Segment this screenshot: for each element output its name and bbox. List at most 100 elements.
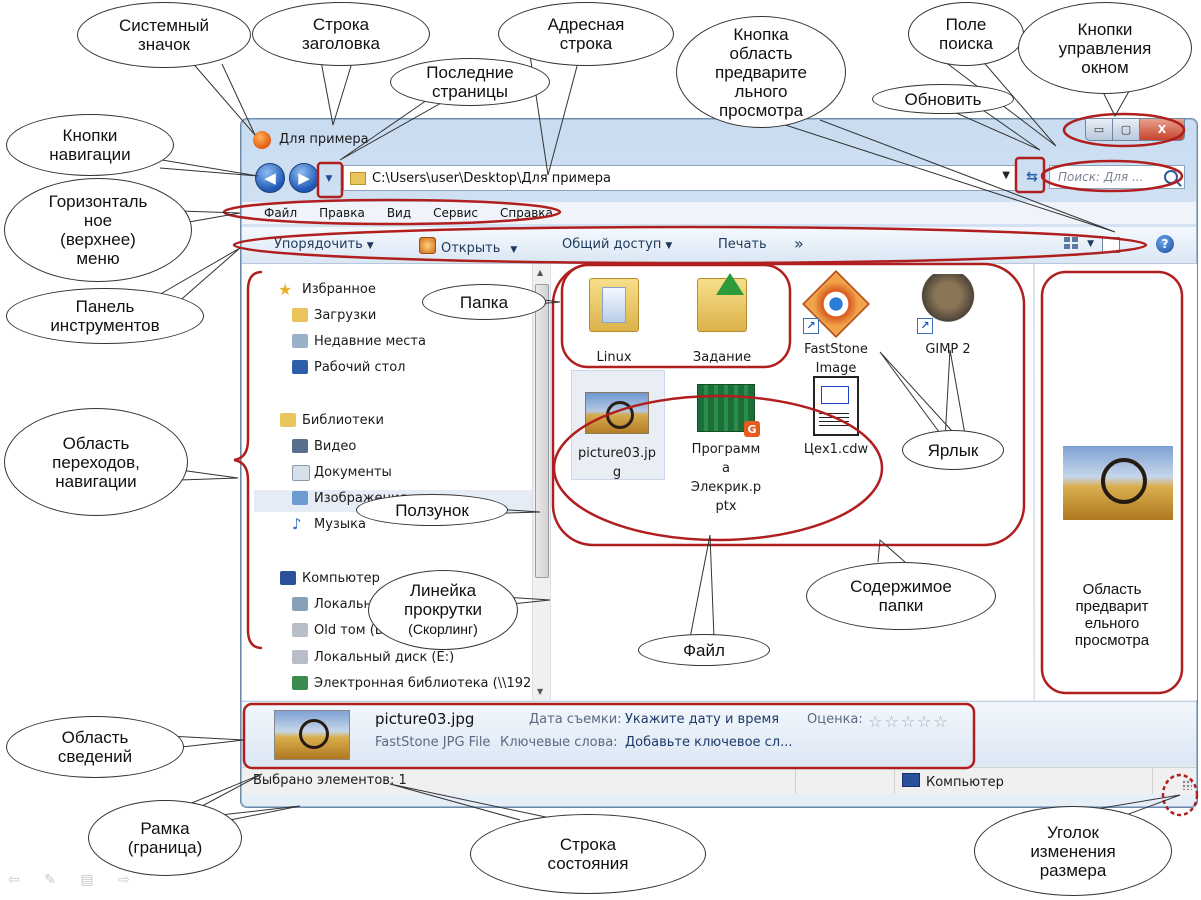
maximize-button[interactable]: ▢: [1113, 119, 1140, 141]
menu-item-edit[interactable]: Правка: [319, 206, 365, 220]
cdw-icon: [813, 376, 859, 436]
nav-item-desktop[interactable]: Рабочий стол: [292, 360, 405, 380]
nav-item-libraries[interactable]: Библиотеки: [280, 413, 384, 433]
callout-folder-content: Содержимое папки: [806, 562, 996, 630]
more-button[interactable]: »: [794, 234, 804, 253]
details-keywords-value[interactable]: Добавьте ключевое сл...: [625, 735, 793, 750]
scroll-thumb[interactable]: [535, 284, 549, 578]
callout-title-bar: Строка заголовка: [252, 2, 430, 66]
status-location: Компьютер: [902, 773, 1004, 790]
callout-system-icon: Системный значок: [77, 2, 251, 68]
network-drive-icon: [292, 676, 308, 690]
callout-nav-buttons: Кнопки навигации: [6, 114, 174, 176]
callout-address-bar: Адресная строка: [498, 2, 674, 66]
folder-linux[interactable]: Linux: [569, 278, 659, 367]
images-icon: [292, 491, 308, 505]
nav-item-music[interactable]: ♪Музыка: [292, 515, 366, 537]
slide-nav-icons[interactable]: ⇦ ✎ ▤ ⇨: [8, 872, 140, 888]
callout-recent-pages: Последние страницы: [390, 58, 550, 106]
callout-resize-corner: Уголок изменения размера: [974, 806, 1172, 896]
nav-label: Документы: [314, 465, 392, 480]
nav-item-favorites[interactable]: ★Избранное: [278, 280, 376, 302]
folder-content: Linux Задание ↗ FastStone Image Viewer ↗…: [551, 264, 1033, 700]
desktop-icon: [292, 360, 308, 374]
callout-nav-pane: Область переходов, навигации: [4, 408, 188, 516]
maximize-icon: ▢: [1120, 123, 1132, 136]
menu-item-view[interactable]: Вид: [386, 206, 412, 220]
callout-toolbar: Панель инструментов: [6, 288, 204, 344]
nav-item-documents[interactable]: Документы: [292, 465, 392, 485]
status-divider: [795, 768, 796, 794]
callout-scrollbar: Линейка прокрутки(Скорлинг): [368, 570, 518, 650]
print-button[interactable]: Печать: [718, 237, 767, 252]
shortcut-arrow-icon: ↗: [803, 318, 819, 334]
details-date-value[interactable]: Укажите дату и время: [625, 712, 780, 727]
scroll-up-icon[interactable]: ▲: [537, 268, 544, 277]
image-thumbnail: [585, 392, 649, 434]
nav-item-recent-places[interactable]: Недавние места: [292, 334, 426, 354]
file-program-pptx[interactable]: Программ а Элекрик.p ptx: [681, 384, 771, 516]
folder-icon: [350, 171, 366, 185]
help-button[interactable]: ?: [1156, 235, 1174, 253]
folder-task[interactable]: Задание: [677, 273, 767, 367]
callout-details-area: Область сведений: [6, 716, 184, 778]
menu-item-file[interactable]: Файл: [264, 206, 298, 220]
recent-pages-button[interactable]: ▼: [321, 169, 337, 189]
shortcut-gimp[interactable]: ↗ GIMP 2: [903, 274, 993, 359]
status-divider: [894, 768, 895, 794]
nav-item-downloads[interactable]: Загрузки: [292, 308, 376, 328]
organize-label: Упорядочить: [274, 237, 363, 252]
nav-item-local-disk-c[interactable]: Локальн: [292, 597, 372, 617]
views-dropdown-icon[interactable]: ▼: [1087, 239, 1094, 249]
open-label: Открыть: [441, 241, 501, 256]
nav-label: Избранное: [302, 282, 376, 297]
search-icon[interactable]: [1164, 170, 1178, 184]
search-input[interactable]: Поиск: Для ...: [1049, 165, 1185, 189]
status-selected-count: Выбрано элементов: 1: [253, 773, 407, 788]
nav-scrollbar[interactable]: ▲ ▼: [532, 264, 550, 700]
more-label: »: [794, 234, 804, 253]
callout-shortcut: Ярлык: [902, 430, 1004, 470]
folder-icon: [589, 278, 639, 332]
pptx-icon: [697, 384, 760, 437]
views-button[interactable]: [1064, 237, 1080, 251]
refresh-button[interactable]: ⇆: [1020, 165, 1044, 189]
nav-item-local-disk-e[interactable]: Локальный диск (E:): [292, 650, 455, 670]
libraries-icon: [280, 413, 296, 427]
address-text: C:\Users\user\Desktop\Для примера: [372, 170, 611, 186]
file-picture03[interactable]: picture03.jp g: [572, 392, 662, 482]
nav-label: Библиотеки: [302, 413, 384, 428]
nav-item-e-library[interactable]: Электронная библиотека (\\192: [292, 676, 531, 696]
minimize-button[interactable]: ▭: [1085, 119, 1113, 141]
arrow-right-icon: ▶: [298, 169, 310, 187]
forward-button[interactable]: ▶: [289, 163, 319, 193]
preview-pane-button[interactable]: [1102, 237, 1120, 253]
organize-button[interactable]: Упорядочить▼: [274, 237, 374, 252]
file-cdw[interactable]: Цех1.cdw: [791, 376, 881, 459]
close-button[interactable]: X: [1140, 119, 1185, 141]
rating-stars[interactable]: ☆☆☆☆☆: [868, 712, 950, 731]
nav-item-computer[interactable]: Компьютер: [280, 571, 380, 591]
video-icon: [292, 439, 308, 453]
system-icon[interactable]: [253, 131, 271, 149]
open-button[interactable]: Открыть▼: [419, 237, 517, 256]
drive-icon: [292, 623, 308, 637]
back-button[interactable]: ◀: [255, 163, 285, 193]
scroll-down-icon[interactable]: ▼: [537, 687, 544, 696]
callout-scrollbar-title: Линейка прокрутки(Скорлинг): [404, 581, 482, 639]
resize-grip[interactable]: [1182, 780, 1192, 790]
drive-icon: [292, 597, 308, 611]
callout-folder: Папка: [422, 284, 546, 320]
callout-search-field: Поле поиска: [908, 2, 1024, 66]
menu-item-help[interactable]: Справка: [500, 206, 553, 220]
details-rating-label: Оценка:: [807, 712, 863, 727]
nav-item-video[interactable]: Видео: [292, 439, 356, 459]
menu-item-tools[interactable]: Сервис: [433, 206, 479, 220]
share-button[interactable]: Общий доступ▼: [562, 237, 672, 252]
window-title: Для примера: [279, 132, 369, 147]
address-dropdown-icon[interactable]: ▼: [1002, 170, 1010, 181]
music-icon: ♪: [292, 515, 302, 533]
nav-label: Локальный диск (E:): [314, 650, 455, 665]
address-bar[interactable]: C:\Users\user\Desktop\Для примера ▼: [343, 165, 1017, 191]
shortcut-arrow-icon: ↗: [917, 318, 933, 334]
